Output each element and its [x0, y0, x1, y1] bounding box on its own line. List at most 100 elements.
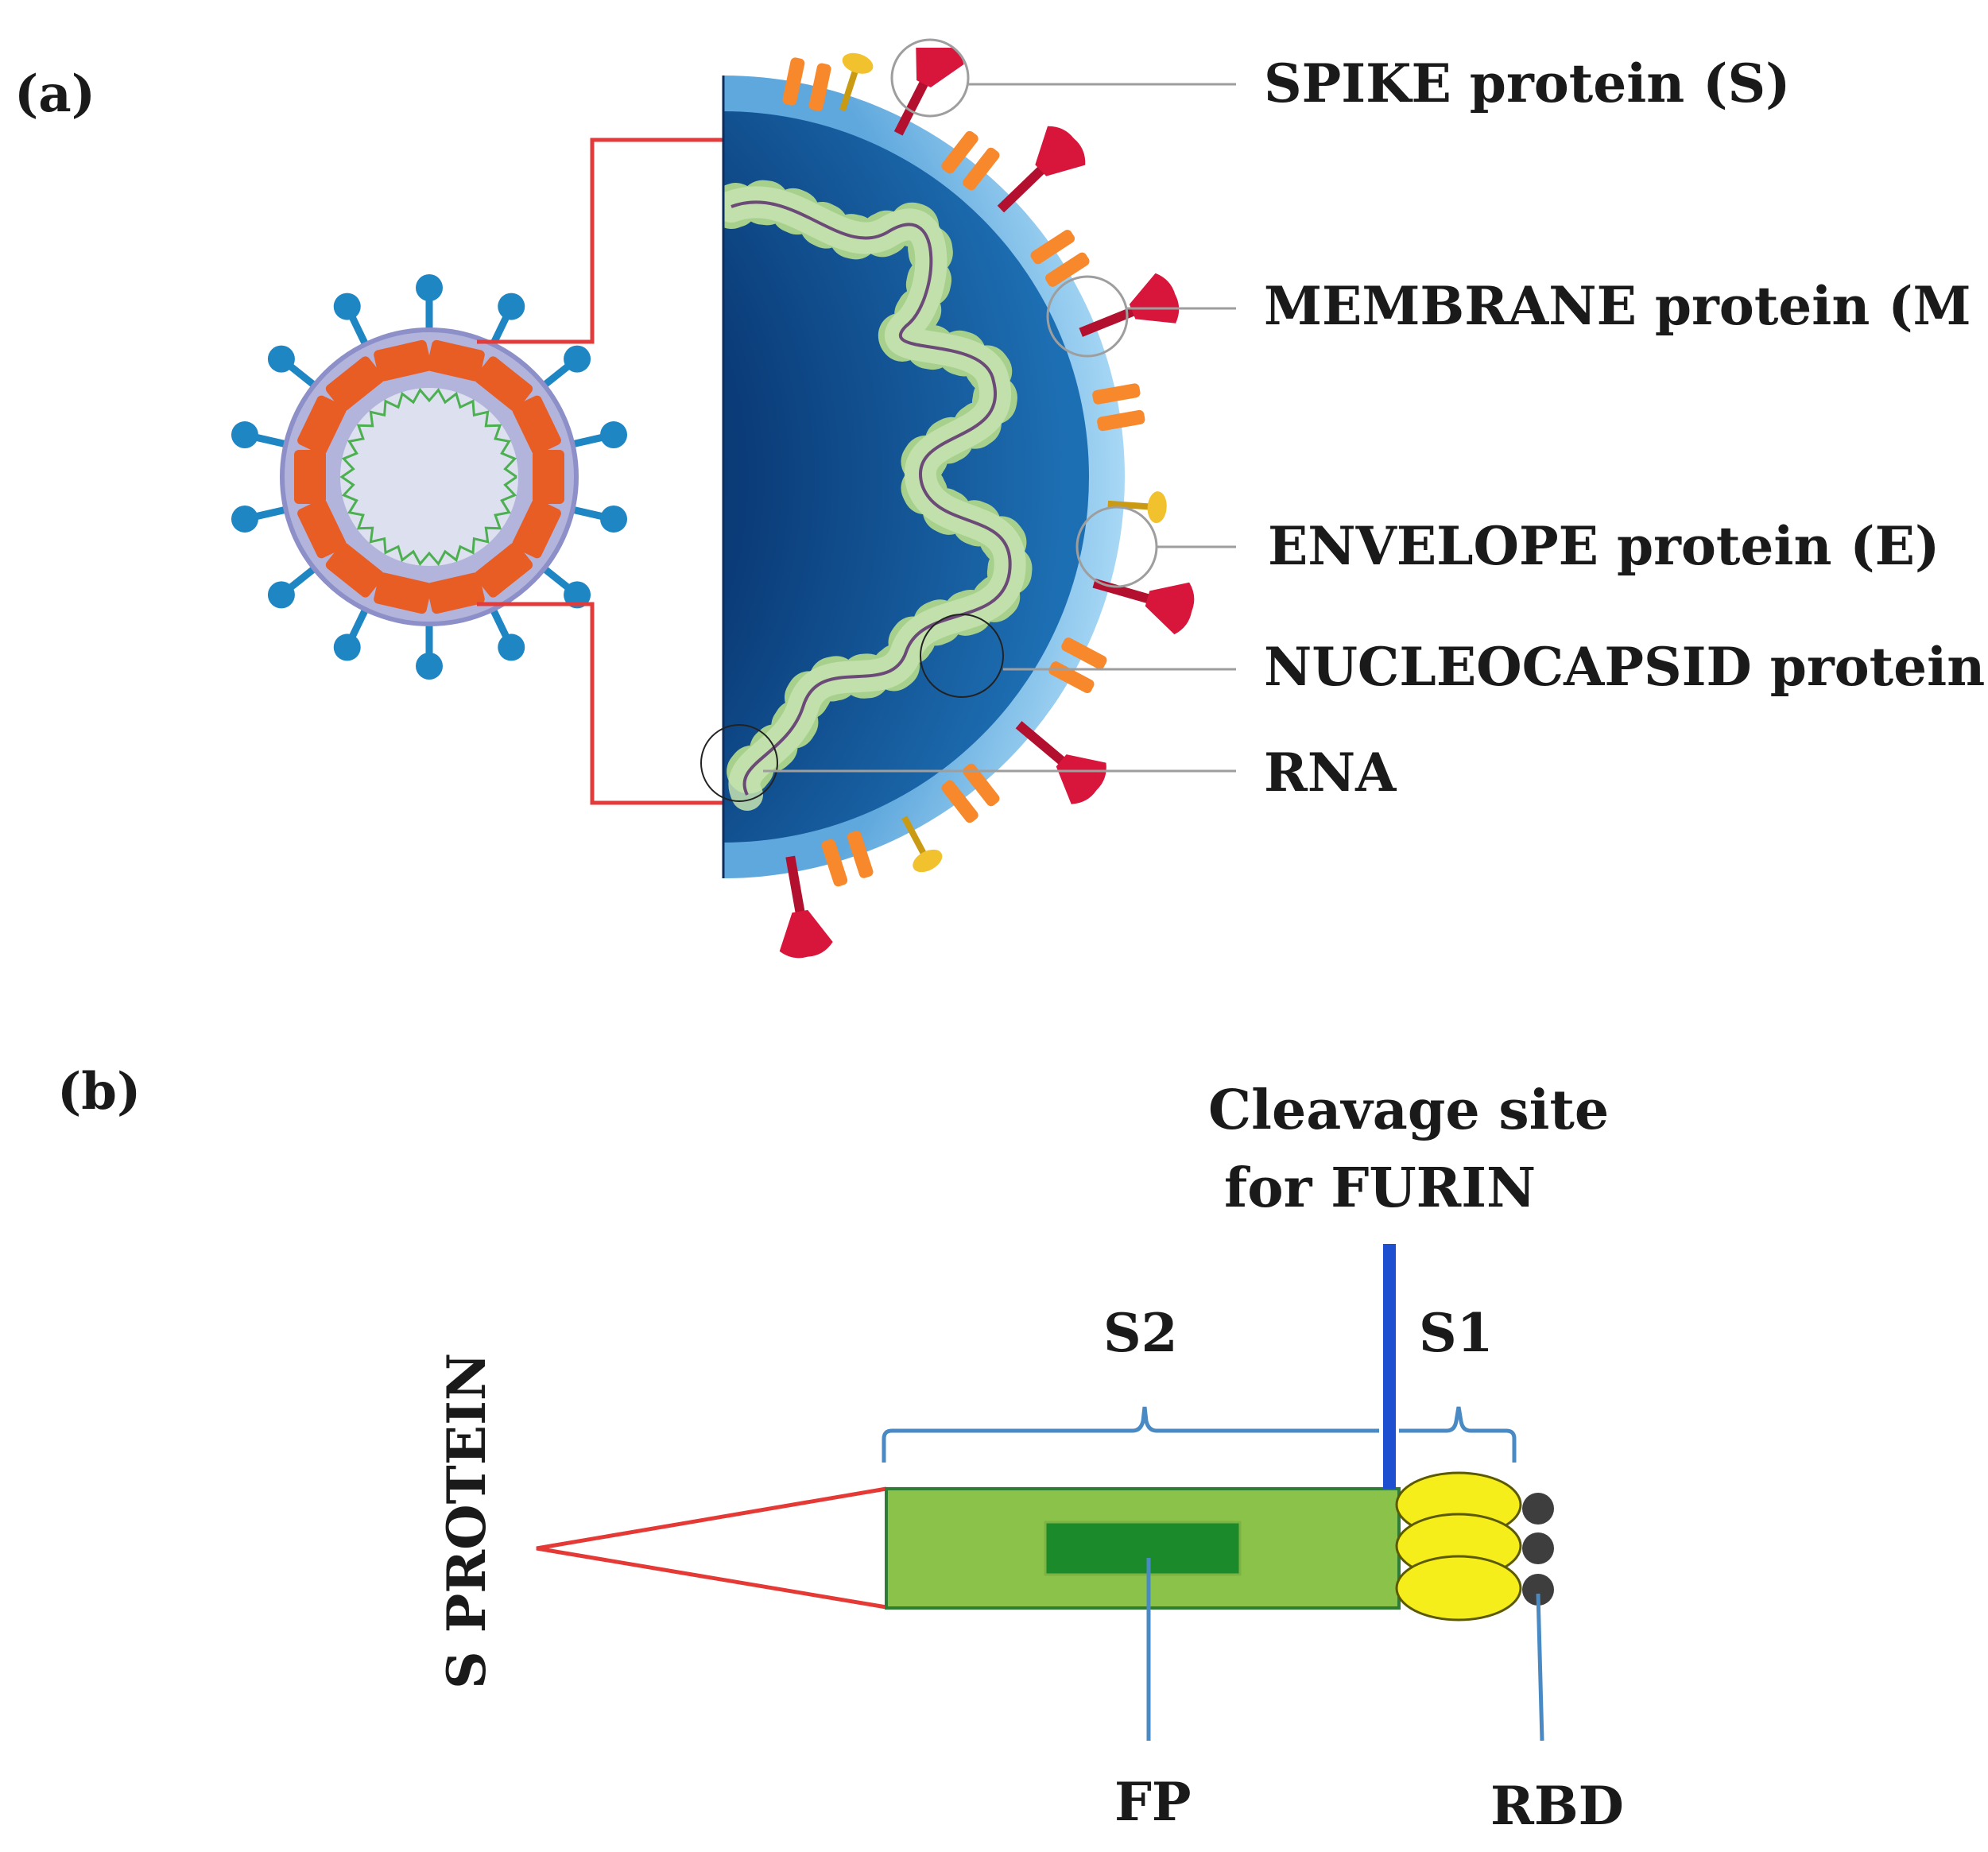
small-m-protein	[294, 450, 326, 504]
surface-protein	[941, 763, 1000, 823]
m-protein-icon	[821, 839, 848, 887]
furin-cleavage-site-bar	[1383, 1244, 1396, 1489]
small-m-protein	[474, 356, 533, 412]
connector-lower	[477, 602, 723, 805]
small-m-protein	[297, 395, 347, 455]
nucleocapsid-callout-circle	[920, 614, 1004, 698]
small-virus-rna	[339, 387, 517, 567]
surface-protein	[941, 130, 1000, 191]
rbd-label: RBD	[1490, 1775, 1624, 1837]
rna-strand	[730, 200, 1012, 796]
m-protein-icon	[808, 63, 831, 111]
spike-protein-icon	[1129, 273, 1180, 324]
small-spike-head	[267, 581, 295, 609]
panel-a-label: (a)	[14, 64, 95, 124]
s2-label: S2	[1103, 1302, 1178, 1364]
small-m-protein	[426, 339, 485, 382]
small-m-protein	[325, 356, 385, 412]
e-protein-stalk	[839, 68, 859, 111]
spike-protein-icon	[1056, 754, 1106, 804]
small-spike-head	[564, 581, 591, 609]
surface-protein	[821, 831, 874, 887]
rna-callout-circle	[700, 724, 778, 802]
small-spike-head	[333, 293, 361, 320]
s-protein-label: S PROTEIN	[436, 1353, 498, 1689]
m-protein-icon	[941, 780, 978, 823]
small-m-protein	[512, 498, 561, 559]
m-protein-icon	[1030, 230, 1075, 265]
rbd-dot-middle	[1522, 1532, 1554, 1564]
surface-protein	[1092, 383, 1145, 432]
spike-protein-label: SPIKE protein (S)	[1264, 52, 1790, 114]
rbd-dot-top	[1522, 1493, 1554, 1525]
small-spike-head	[231, 505, 258, 533]
spike-protein-icon	[1035, 126, 1086, 176]
s1-label: S1	[1419, 1302, 1494, 1364]
small-m-protein	[426, 572, 485, 614]
rbd-domain	[1395, 1471, 1554, 1621]
spike-protein-icon	[1145, 582, 1195, 635]
small-m-protein	[374, 572, 432, 614]
spike-protein-icon	[779, 909, 833, 959]
m-protein-icon	[1092, 383, 1141, 405]
m-protein-icon	[1061, 637, 1107, 669]
spike-stalk	[1015, 721, 1071, 769]
e-protein-icon	[1147, 491, 1167, 524]
cleavage-label-line1: Cleavage site	[1208, 1079, 1609, 1142]
s1-bracket	[1399, 1406, 1517, 1463]
e-protein-icon	[842, 52, 874, 74]
small-m-protein	[374, 339, 432, 382]
surface-protein	[901, 816, 943, 873]
m-protein-icon	[963, 763, 1000, 807]
spike-stalk	[785, 855, 807, 920]
membrane-protein-label: MEMBRANE protein (M )	[1264, 275, 1988, 337]
small-virus-icon	[231, 274, 628, 680]
rna-label: RNA	[1264, 742, 1397, 804]
fp-label: FP	[1114, 1771, 1192, 1833]
panel-b-label: (b)	[57, 1062, 141, 1122]
rbd-leader-line	[1536, 1593, 1544, 1742]
small-spike-head	[498, 293, 525, 320]
m-protein-icon	[1045, 252, 1090, 287]
spike-callout-circle	[890, 38, 970, 118]
small-spike-head	[231, 421, 258, 449]
small-m-protein	[474, 542, 533, 598]
fusion-peptide-box	[1044, 1521, 1242, 1576]
callouts	[700, 38, 1236, 802]
small-virus-core	[340, 388, 518, 566]
surface-protein	[1030, 230, 1090, 287]
cleavage-label-line2: for FURIN	[1224, 1157, 1536, 1220]
s2-bracket	[882, 1406, 1379, 1463]
small-spike-head	[416, 274, 443, 301]
m-protein-icon	[963, 147, 1000, 191]
m-protein-icon	[941, 130, 978, 174]
surface-protein	[1015, 721, 1106, 804]
e-protein-stalk	[901, 816, 928, 858]
small-m-protein	[325, 542, 385, 598]
surface-protein	[997, 126, 1086, 213]
rbd-lobe-bottom	[1395, 1555, 1522, 1621]
m-protein-icon	[847, 831, 874, 878]
spike-stalk	[997, 161, 1050, 213]
s-protein-wedge	[536, 1486, 887, 1610]
small-m-protein	[297, 498, 347, 559]
m-protein-icon	[1097, 409, 1145, 432]
nucleocapsid-protein-label: NUCLEOCAPSID protein	[1264, 636, 1985, 698]
small-spike-head	[564, 345, 591, 373]
virion-cross-section	[723, 48, 1195, 959]
m-protein-icon	[782, 57, 805, 106]
spike-protein-icon	[916, 48, 964, 88]
envelope-protein-label: ENVELOPE protein (E)	[1268, 515, 1940, 577]
connector-upper	[477, 138, 723, 344]
small-spike-head	[333, 633, 361, 661]
e-protein-icon	[913, 849, 943, 873]
small-spike-head	[498, 633, 525, 661]
surface-protein	[893, 48, 964, 136]
membrane-callout-circle	[1046, 275, 1129, 358]
spike-stalk	[893, 74, 932, 136]
small-m-protein	[533, 450, 564, 504]
small-spike-head	[267, 345, 295, 373]
rbd-dot-bottom	[1522, 1574, 1554, 1606]
surface-protein	[839, 52, 874, 111]
